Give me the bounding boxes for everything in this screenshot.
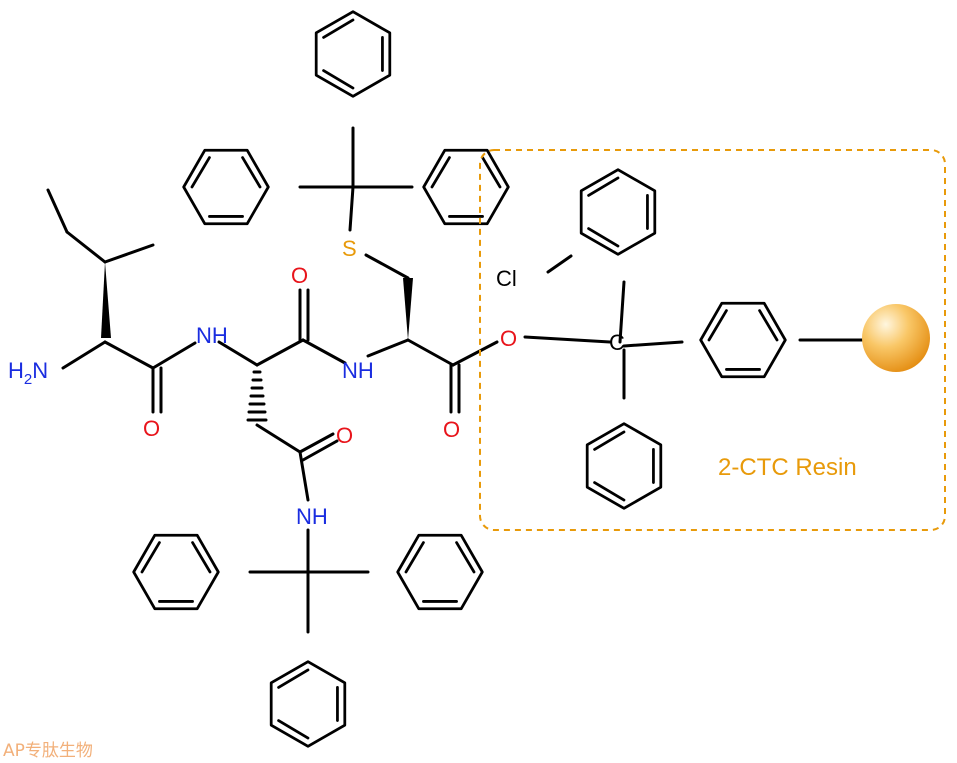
side-chain-o-label: O xyxy=(336,423,353,448)
amide-nh-label-1: NH xyxy=(196,323,228,348)
atom-labels: H2N NH NH NH O O O O O S Cl C xyxy=(8,236,625,529)
carbonyl-o-label-3: O xyxy=(443,417,460,442)
sulfur-label: S xyxy=(342,236,357,261)
watermark-logo: AP专肽生物 xyxy=(3,741,93,761)
carbonyl-o-label-1: O xyxy=(143,416,160,441)
hashed-wedge-bond xyxy=(246,370,268,422)
resin-region-box xyxy=(479,149,946,531)
trityl-carbon-label: C xyxy=(609,330,625,355)
isoleucine-residue xyxy=(46,188,197,414)
amide-nh-label-2: NH xyxy=(342,358,374,383)
carbonyl-o-label-2: O xyxy=(291,263,308,288)
resin-bead-icon xyxy=(862,304,930,372)
n-trityl-group xyxy=(132,533,484,748)
s-trityl-group xyxy=(182,10,510,226)
ester-o-label: O xyxy=(500,326,517,351)
asparagine-residue xyxy=(217,288,347,574)
chlorine-label: Cl xyxy=(496,266,517,291)
resin-label: 2-CTC Resin xyxy=(718,454,857,481)
amine-h2n-label: H2N xyxy=(8,358,48,388)
side-chain-nh-label: NH xyxy=(296,504,328,529)
cysteine-residue xyxy=(348,185,499,414)
chlorotrityl-linker xyxy=(523,168,864,510)
